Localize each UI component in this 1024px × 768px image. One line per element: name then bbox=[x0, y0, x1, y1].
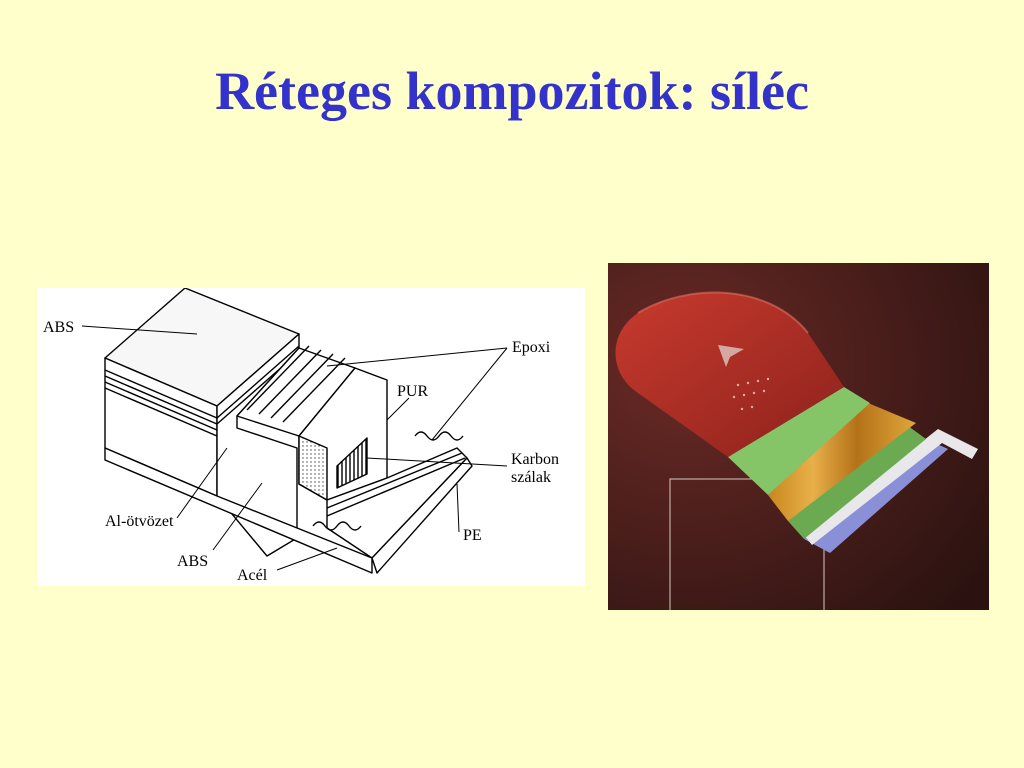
steel-edge bbox=[804, 429, 978, 545]
label-al-otvozet: Al-ötvözet bbox=[105, 513, 174, 530]
ski-layers-drawing: ABS Epoxi PUR Karbon szálak Al-ötvözet P… bbox=[43, 288, 559, 584]
label-karbon-line2: szálak bbox=[511, 469, 551, 486]
pe-base bbox=[371, 457, 473, 574]
ski-front-face bbox=[216, 333, 300, 557]
green-upper-layer bbox=[728, 387, 870, 495]
green-lower-layer bbox=[788, 423, 926, 539]
arrow-logo-icon bbox=[718, 345, 744, 367]
label-pe: PE bbox=[463, 527, 482, 544]
slide-title: Réteges kompozitok: síléc bbox=[215, 61, 809, 121]
label-abs-top: ABS bbox=[43, 319, 74, 336]
red-top-sheet bbox=[615, 292, 844, 457]
label-pur: PUR bbox=[397, 383, 428, 400]
ski-photo-illustration bbox=[608, 263, 989, 610]
pur-core-front bbox=[298, 435, 328, 501]
wood-core bbox=[768, 403, 916, 521]
blue-base-layer bbox=[804, 439, 948, 553]
carbon-fibre-block bbox=[336, 437, 368, 489]
ski-layer-photo bbox=[608, 263, 989, 610]
label-epoxi: Epoxi bbox=[512, 339, 551, 356]
steel-edge-wave-top bbox=[414, 431, 464, 441]
label-karbon-line1: Karbon bbox=[511, 451, 559, 468]
label-abs-bottom: ABS bbox=[177, 553, 208, 570]
ski-cross-section-diagram: ABS Epoxi PUR Karbon szálak Al-ötvözet P… bbox=[37, 288, 585, 586]
steel-edge-wave bbox=[312, 521, 362, 531]
label-acel: Acél bbox=[237, 567, 268, 584]
